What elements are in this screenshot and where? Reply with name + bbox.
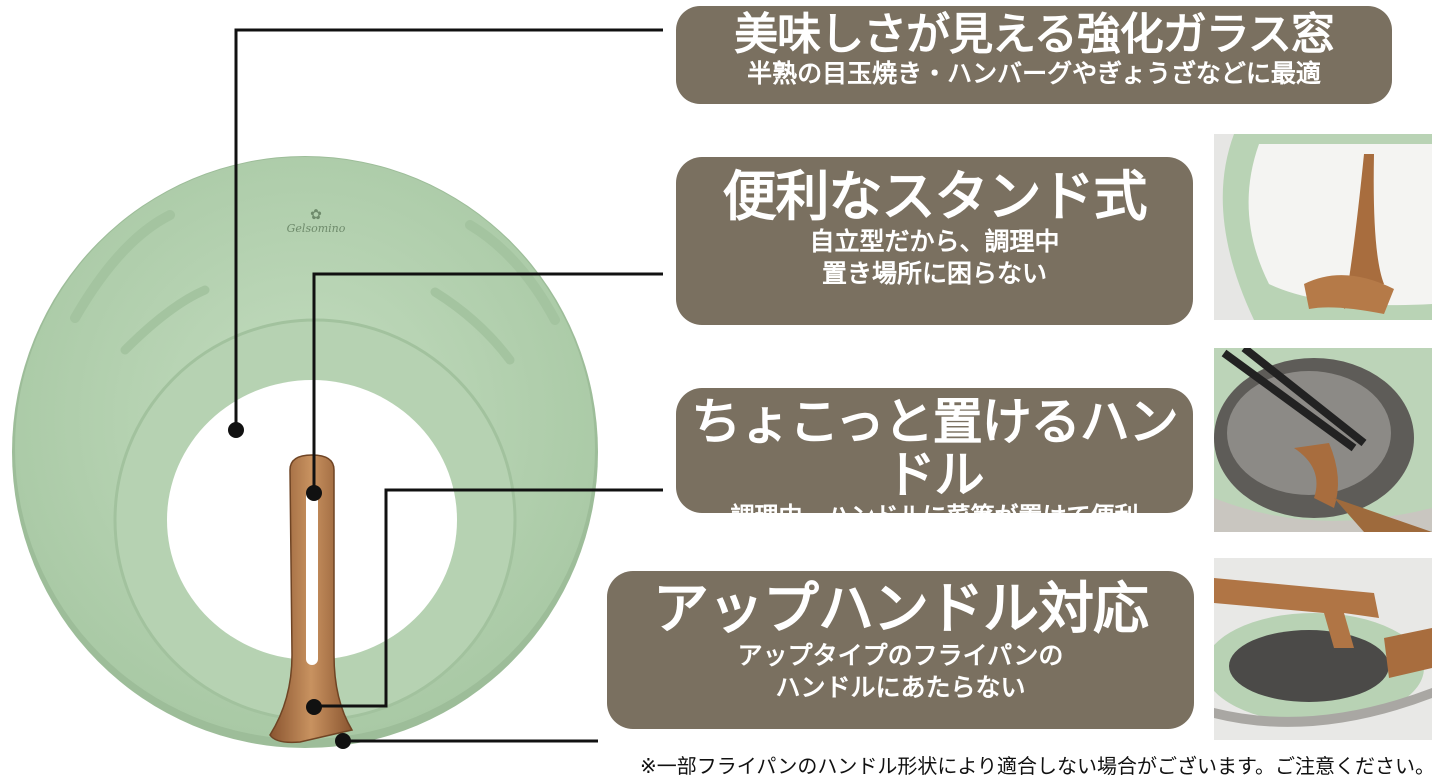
flower-icon: ✿ [310,207,322,223]
feature-title: 便利なスタンド式 [722,165,1148,228]
brand-logo-text: Gelsomino [286,222,346,235]
feature-panel-glass-window: 美味しさが見える強化ガラス窓 半熟の目玉焼き・ハンバーグやぎょうざなどに最適 [676,6,1392,104]
feature-title: アップハンドル対応 [653,577,1149,642]
feature-subtitle: 調理中、ハンドルに菜箸が置けて便利 [730,502,1139,530]
photo-up-handle [1214,558,1432,740]
wood-stand [269,454,354,744]
callout-lines [234,28,663,743]
feature-subtitle-line-2: 置き場所に困らない [821,259,1047,289]
callout-dots [228,422,351,749]
photo-handle-chopsticks [1214,348,1432,532]
feature-panel-handle-rest: ちょこっと置けるハンドル 調理中、ハンドルに菜箸が置けて便利 [676,388,1193,530]
brand-logo: ✿ Gelsomino [276,208,356,235]
feature-subtitle: 半熟の目玉焼き・ハンバーグやぎょうざなどに最適 [747,59,1321,89]
feature-title: ちょこっと置けるハンドル [691,393,1179,504]
lid-body [12,156,598,748]
feature-subtitle-line-1: アップタイプのフライパンの [737,640,1064,670]
feature-title: 美味しさが見える強化ガラス窓 [734,9,1335,60]
feature-panel-up-handle: アップハンドル対応 アップタイプのフライパンの ハンドルにあたらない [607,571,1194,729]
footnote: ※一部フライパンのハンドル形状により適合しない場合がございます。ご注意ください。 [640,754,1435,778]
feature-subtitle-line-1: 自立型だから、調理中 [809,226,1060,256]
photo-stand [1214,134,1432,320]
feature-subtitle-line-2: ハンドルにあたらない [775,673,1026,703]
feature-panel-stand: 便利なスタンド式 自立型だから、調理中 置き場所に困らない [676,157,1193,325]
